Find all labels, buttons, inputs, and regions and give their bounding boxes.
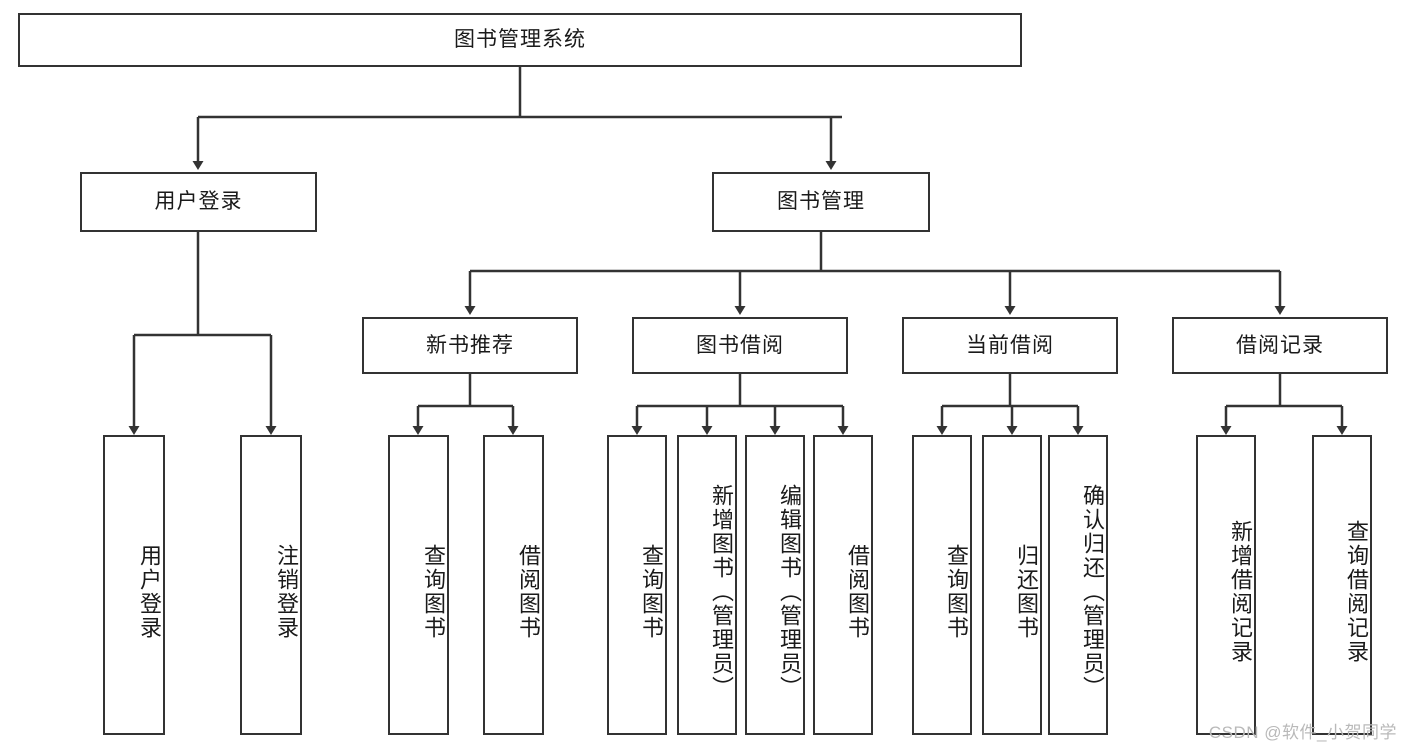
leaf-borrow-edit-book[interactable]: 编辑图书（管理员） — [745, 435, 805, 735]
leaf-current-return[interactable]: 归还图书 — [982, 435, 1042, 735]
node-root[interactable]: 图书管理系统 — [18, 13, 1022, 67]
leaf-label: 借阅图书 — [845, 544, 870, 640]
node-current-borrow[interactable]: 当前借阅 — [902, 317, 1118, 374]
leaf-borrow-query[interactable]: 查询图书 — [607, 435, 667, 735]
leaf-record-query[interactable]: 查询借阅记录 — [1312, 435, 1372, 735]
leaf-borrow-borrow-book[interactable]: 借阅图书 — [813, 435, 873, 735]
leaf-current-query[interactable]: 查询图书 — [912, 435, 972, 735]
node-current-borrow-label: 当前借阅 — [966, 333, 1054, 357]
leaf-label: 查询图书 — [421, 544, 446, 640]
leaf-label: 编辑图书（管理员） — [777, 484, 802, 700]
leaf-borrow-add-book[interactable]: 新增图书（管理员） — [677, 435, 737, 735]
node-user-login[interactable]: 用户登录 — [80, 172, 317, 232]
leaf-label: 借阅图书 — [516, 544, 541, 640]
node-borrow-record[interactable]: 借阅记录 — [1172, 317, 1388, 374]
node-book-manage-label: 图书管理 — [777, 190, 865, 214]
leaf-current-confirm-return[interactable]: 确认归还（管理员） — [1048, 435, 1108, 735]
node-user-login-label: 用户登录 — [154, 190, 243, 214]
node-new-book-recommend[interactable]: 新书推荐 — [362, 317, 578, 374]
leaf-label: 新增图书（管理员） — [709, 484, 734, 700]
node-book-manage[interactable]: 图书管理 — [712, 172, 930, 232]
node-new-book-recommend-label: 新书推荐 — [426, 333, 514, 357]
leaf-new-book-borrow[interactable]: 借阅图书 — [483, 435, 544, 735]
leaf-label: 用户登录 — [137, 544, 162, 640]
leaf-user-login-logout[interactable]: 注销登录 — [240, 435, 302, 735]
node-borrow-record-label: 借阅记录 — [1236, 333, 1324, 357]
watermark: CSDN @软件_小贺同学 — [1208, 723, 1397, 742]
leaf-label: 确认归还（管理员） — [1080, 484, 1105, 700]
leaf-label: 查询借阅记录 — [1344, 520, 1369, 664]
leaf-user-login-login[interactable]: 用户登录 — [103, 435, 165, 735]
leaf-label: 注销登录 — [274, 544, 299, 640]
node-book-borrow[interactable]: 图书借阅 — [632, 317, 848, 374]
node-root-label: 图书管理系统 — [454, 28, 586, 52]
leaf-label: 查询图书 — [944, 544, 969, 640]
node-book-borrow-label: 图书借阅 — [696, 333, 784, 357]
leaf-new-book-query[interactable]: 查询图书 — [388, 435, 449, 735]
leaf-label: 查询图书 — [639, 544, 664, 640]
leaf-label: 归还图书 — [1014, 544, 1039, 640]
leaf-record-add[interactable]: 新增借阅记录 — [1196, 435, 1256, 735]
leaf-label: 新增借阅记录 — [1228, 520, 1253, 664]
